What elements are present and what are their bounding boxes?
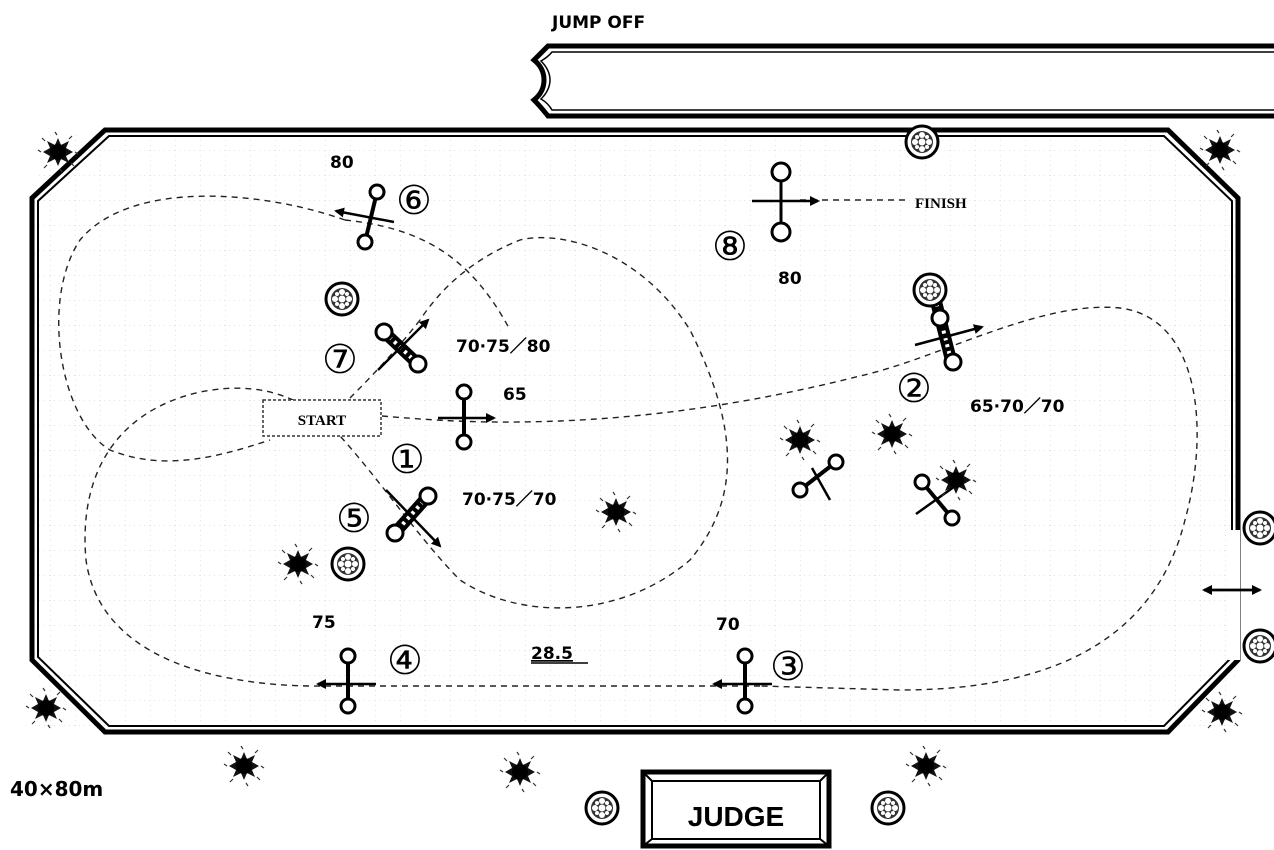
obstacle-height: 65·70／70 (970, 396, 1065, 417)
obstacle-number: ④ (387, 638, 423, 684)
obstacle-4 (316, 647, 376, 715)
obstacle-number: ⑤ (336, 496, 372, 542)
shrub-icon (905, 745, 947, 787)
extra-fence (791, 453, 845, 501)
obstacle-height: 70·75／80 (456, 336, 551, 357)
direction-arrow-icon (334, 207, 395, 224)
obstacle-5 (385, 486, 442, 548)
obstacle-3 (712, 647, 772, 715)
distance-label: 28.5 (531, 644, 573, 664)
obstacle-7 (374, 318, 430, 374)
direction-arrow-icon (377, 318, 430, 371)
flower-pot-icon (904, 124, 940, 160)
flower-pot-icon (584, 790, 620, 826)
direction-arrow-icon (385, 489, 442, 548)
obstacle-number: ⑧ (712, 224, 748, 270)
obstacle-1 (438, 383, 496, 451)
obstacle-height: 65 (503, 385, 527, 405)
flower-pot-icon (324, 281, 360, 317)
flower-pot-icon (1242, 510, 1274, 546)
arena-fence (29, 127, 1241, 735)
flower-pot-icon (912, 272, 948, 308)
flower-pot-icon (870, 790, 906, 826)
obstacle-8 (752, 161, 820, 243)
obstacle-number: ⑥ (396, 178, 432, 224)
obstacle-2 (914, 288, 984, 372)
obstacle-height: 80 (778, 269, 802, 289)
arena-size: 40×80m (10, 777, 103, 801)
jump-off-panel (530, 43, 1274, 119)
page-title: JUMP OFF (551, 13, 645, 33)
start-label: START (298, 413, 346, 429)
judge-box (640, 769, 832, 849)
shrub-icon (223, 745, 265, 787)
judge-label: JUDGE (688, 801, 784, 832)
flower-pot-icon (330, 546, 366, 582)
obstacle-number: ① (389, 437, 425, 483)
shrub-icon (499, 751, 541, 793)
extra-fence (913, 473, 961, 527)
obstacle-height: 75 (312, 613, 336, 633)
finish-label: FINISH (915, 196, 967, 212)
obstacle-height: 70 (716, 615, 740, 635)
direction-arrow-icon (914, 324, 984, 347)
flower-pot-icon (1242, 628, 1274, 664)
obstacle-height: 70·75／70 (462, 489, 557, 510)
obstacle-number: ③ (770, 644, 806, 690)
obstacle-6 (334, 183, 395, 251)
obstacle-number: ⑦ (322, 337, 358, 383)
start-box (262, 399, 382, 437)
obstacle-number: ② (896, 366, 932, 412)
obstacle-height: 80 (330, 153, 354, 173)
